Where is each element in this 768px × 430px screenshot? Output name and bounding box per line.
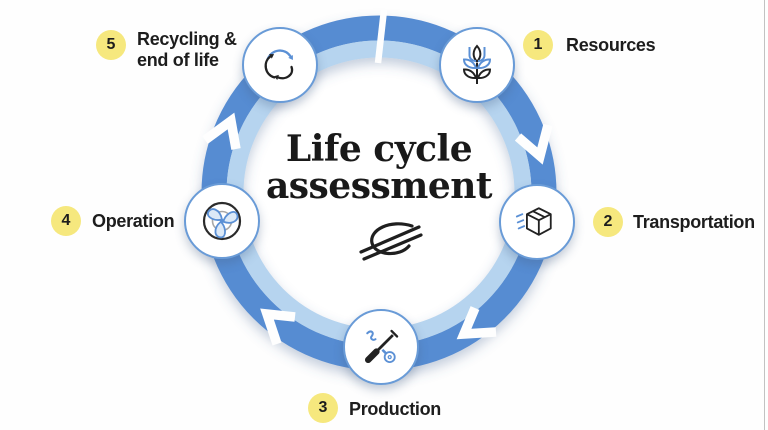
- stage-5-label: Recycling & end of life: [137, 29, 237, 71]
- page-title: Life cycle assessment: [179, 131, 579, 205]
- title-line-2: assessment: [265, 165, 493, 207]
- center-disc: [242, 56, 516, 330]
- node-resources: [439, 27, 515, 103]
- node-production: [343, 309, 419, 385]
- stage-3-number-badge: 3: [308, 393, 338, 423]
- node-operation: [184, 183, 260, 259]
- signature-scribble-icon: [359, 222, 423, 261]
- fan-turbine-icon: [202, 201, 242, 241]
- recycle-arrows-icon: [264, 49, 294, 81]
- screwdriver-wrench-icon: [364, 329, 399, 364]
- stage-4-number-badge: 4: [51, 206, 81, 236]
- chevron-4-5-icon: [202, 112, 241, 150]
- stage-1-number-badge: 1: [523, 30, 553, 60]
- right-edge-divider: [764, 0, 765, 430]
- package-box-icon: [515, 207, 552, 236]
- stage-4-label: Operation: [92, 211, 175, 231]
- stage-5-label-line-1: Recycling &: [137, 29, 237, 49]
- stage-2-number-badge: 2: [593, 207, 623, 237]
- stage-3-label: Production: [349, 399, 441, 419]
- flow-chevron-icons: [202, 112, 553, 346]
- node-recycling: [242, 27, 318, 103]
- wheat-plant-icon: [462, 44, 492, 84]
- stage-1-label: Resources: [566, 35, 656, 55]
- node-transportation: [499, 184, 575, 260]
- stage-5-label-line-2: end of life: [137, 50, 219, 70]
- title-line-1: Life cycle: [285, 128, 473, 170]
- chevron-1-2-icon: [514, 123, 553, 165]
- stage-5-number-badge: 5: [96, 30, 126, 60]
- stage-2-label: Transportation: [633, 212, 755, 232]
- ring-gap-top: [374, 9, 388, 64]
- chevron-3-4-icon: [260, 308, 296, 346]
- chevron-2-3-icon: [456, 306, 497, 340]
